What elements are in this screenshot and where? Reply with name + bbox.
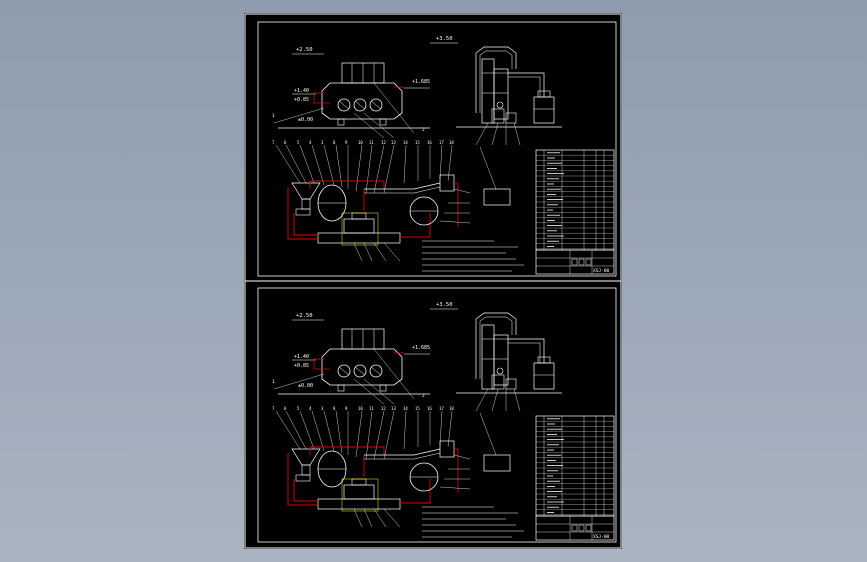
svg-text:16: 16 (427, 406, 432, 411)
svg-text:8: 8 (333, 406, 336, 411)
drawing-canvas: +2.50 +1.40 +0.85 +1.685 ±0.00 (244, 13, 622, 549)
label-elev-base: ±0.00 (298, 117, 313, 123)
elevation-view: +2.50 +1.40 +0.85 +1.685 ±0.00 (272, 313, 430, 405)
svg-text:1: 1 (272, 379, 275, 385)
svg-text:6: 6 (284, 140, 287, 145)
svg-text:1: 1 (272, 113, 275, 119)
sheet-frame (257, 21, 617, 277)
svg-text:5: 5 (297, 406, 300, 411)
cad-drawing: +2.50 +1.40 +0.85 +1.685 ±0.00 (244, 13, 622, 549)
svg-text:9: 9 (345, 140, 348, 145)
label-elev-top-right: +3.50 (436, 36, 453, 42)
label-elev-top-left: +2.50 (296, 47, 313, 53)
svg-text:10: 10 (358, 140, 363, 145)
label-elev-mid-a: +1.40 (294, 88, 309, 94)
label-elev-mid-a: +1.40 (294, 354, 309, 360)
label-elev-top-left: +2.50 (296, 313, 313, 319)
tower-elevation-view: +3.50 (430, 36, 562, 146)
svg-text:12: 12 (381, 140, 386, 145)
svg-text:17: 17 (439, 140, 444, 145)
svg-text:13: 13 (391, 406, 396, 411)
svg-text:6: 6 (284, 406, 287, 411)
svg-text:15: 15 (415, 406, 420, 411)
title-block: XSJ-00 (535, 515, 615, 541)
label-elev-top-right: +3.50 (436, 302, 453, 308)
parts-list-table (535, 149, 615, 251)
parts-list-table (535, 415, 615, 517)
drawing-sheet-1: +2.50 +1.40 +0.85 +1.685 ±0.00 (257, 21, 617, 277)
label-elev-mid-b: +0.85 (294, 363, 309, 369)
tower-elevation-view: +3.50 (430, 302, 562, 412)
svg-text:16: 16 (427, 140, 432, 145)
svg-text:18: 18 (449, 140, 454, 145)
label-elev-mid-b: +0.85 (294, 97, 309, 103)
svg-text:14: 14 (403, 406, 408, 411)
svg-text:3: 3 (321, 406, 324, 411)
svg-text:15: 15 (415, 140, 420, 145)
svg-text:9: 9 (345, 406, 348, 411)
svg-text:11: 11 (369, 406, 374, 411)
label-title-block-code: XSJ-00 (593, 534, 610, 540)
drawing-sheet-2: +2.50 +1.40 +0.85 +1.685 ±0.00 (257, 287, 617, 543)
svg-text:5: 5 (297, 140, 300, 145)
svg-text:4: 4 (309, 140, 312, 145)
svg-text:13: 13 (391, 140, 396, 145)
elevation-view: +2.50 +1.40 +0.85 +1.685 ±0.00 (272, 47, 430, 139)
process-layout-view: 7 6 5 4 3 8 9 10 11 12 13 14 15 16 17 18 (272, 140, 511, 262)
svg-text:14: 14 (403, 140, 408, 145)
svg-text:17: 17 (439, 406, 444, 411)
title-block: XSJ-00 (535, 249, 615, 275)
svg-text:4: 4 (309, 406, 312, 411)
label-title-block-code: XSJ-00 (593, 268, 610, 274)
svg-text:7: 7 (272, 406, 275, 411)
label-elev-right: +1.685 (412, 79, 430, 85)
process-layout-view: 7 6 5 4 3 8 9 10 11 12 13 14 15 16 17 18 (272, 406, 511, 528)
sheet-frame (257, 287, 617, 543)
technical-notes (422, 506, 524, 538)
svg-text:18: 18 (449, 406, 454, 411)
svg-text:3: 3 (321, 140, 324, 145)
label-elev-right: +1.685 (412, 345, 430, 351)
label-elev-base: ±0.00 (298, 383, 313, 389)
svg-text:10: 10 (358, 406, 363, 411)
svg-text:11: 11 (369, 140, 374, 145)
technical-notes (422, 240, 524, 272)
svg-text:12: 12 (381, 406, 386, 411)
svg-text:2: 2 (422, 127, 425, 133)
svg-text:7: 7 (272, 140, 275, 145)
svg-text:8: 8 (333, 140, 336, 145)
svg-text:2: 2 (422, 393, 425, 399)
